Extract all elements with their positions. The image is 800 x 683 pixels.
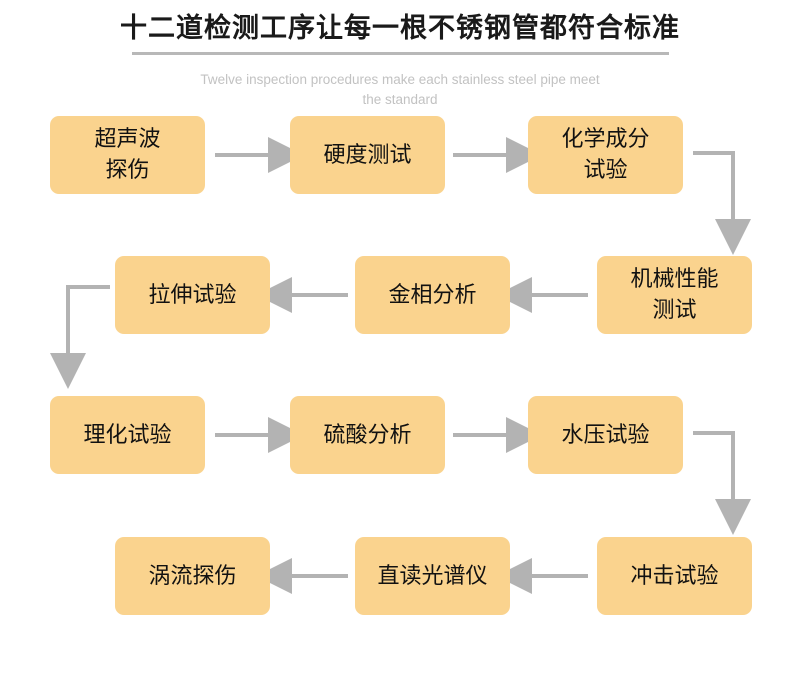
- connector-n3-n4: [693, 151, 751, 255]
- flow-node-tensile-test[interactable]: 拉伸试验: [115, 256, 270, 334]
- inspection-flowchart: 超声波 探伤 硬度测试 化学成分 试验 机械性能 测试 金相分析 拉伸试验 理化…: [0, 110, 800, 670]
- flow-node-metallographic-analysis[interactable]: 金相分析: [355, 256, 510, 334]
- page-subtitle: Twelve inspection procedures make each s…: [200, 72, 600, 107]
- connector-n9-n10: [693, 431, 751, 535]
- page-header: 十二道检测工序让每一根不锈钢管都符合标准 Twelve inspection p…: [0, 0, 800, 110]
- flow-node-hydrostatic-test[interactable]: 水压试验: [528, 396, 683, 474]
- page-title: 十二道检测工序让每一根不锈钢管都符合标准: [120, 13, 680, 44]
- flow-node-physicochemical-test[interactable]: 理化试验: [50, 396, 205, 474]
- flow-node-direct-reading-spectrometer[interactable]: 直读光谱仪: [355, 537, 510, 615]
- flow-node-hardness-test[interactable]: 硬度测试: [290, 116, 445, 194]
- flow-node-eddy-current-inspection[interactable]: 涡流探伤: [115, 537, 270, 615]
- title-divider: [131, 52, 669, 55]
- connector-n6-n7: [50, 285, 110, 389]
- flow-node-impact-test[interactable]: 冲击试验: [597, 537, 752, 615]
- flow-node-ultrasonic-inspection[interactable]: 超声波 探伤: [50, 116, 205, 194]
- flow-node-chemical-composition-test[interactable]: 化学成分 试验: [528, 116, 683, 194]
- flow-node-sulfuric-acid-analysis[interactable]: 硫酸分析: [290, 396, 445, 474]
- flow-node-mechanical-property-test[interactable]: 机械性能 测试: [597, 256, 752, 334]
